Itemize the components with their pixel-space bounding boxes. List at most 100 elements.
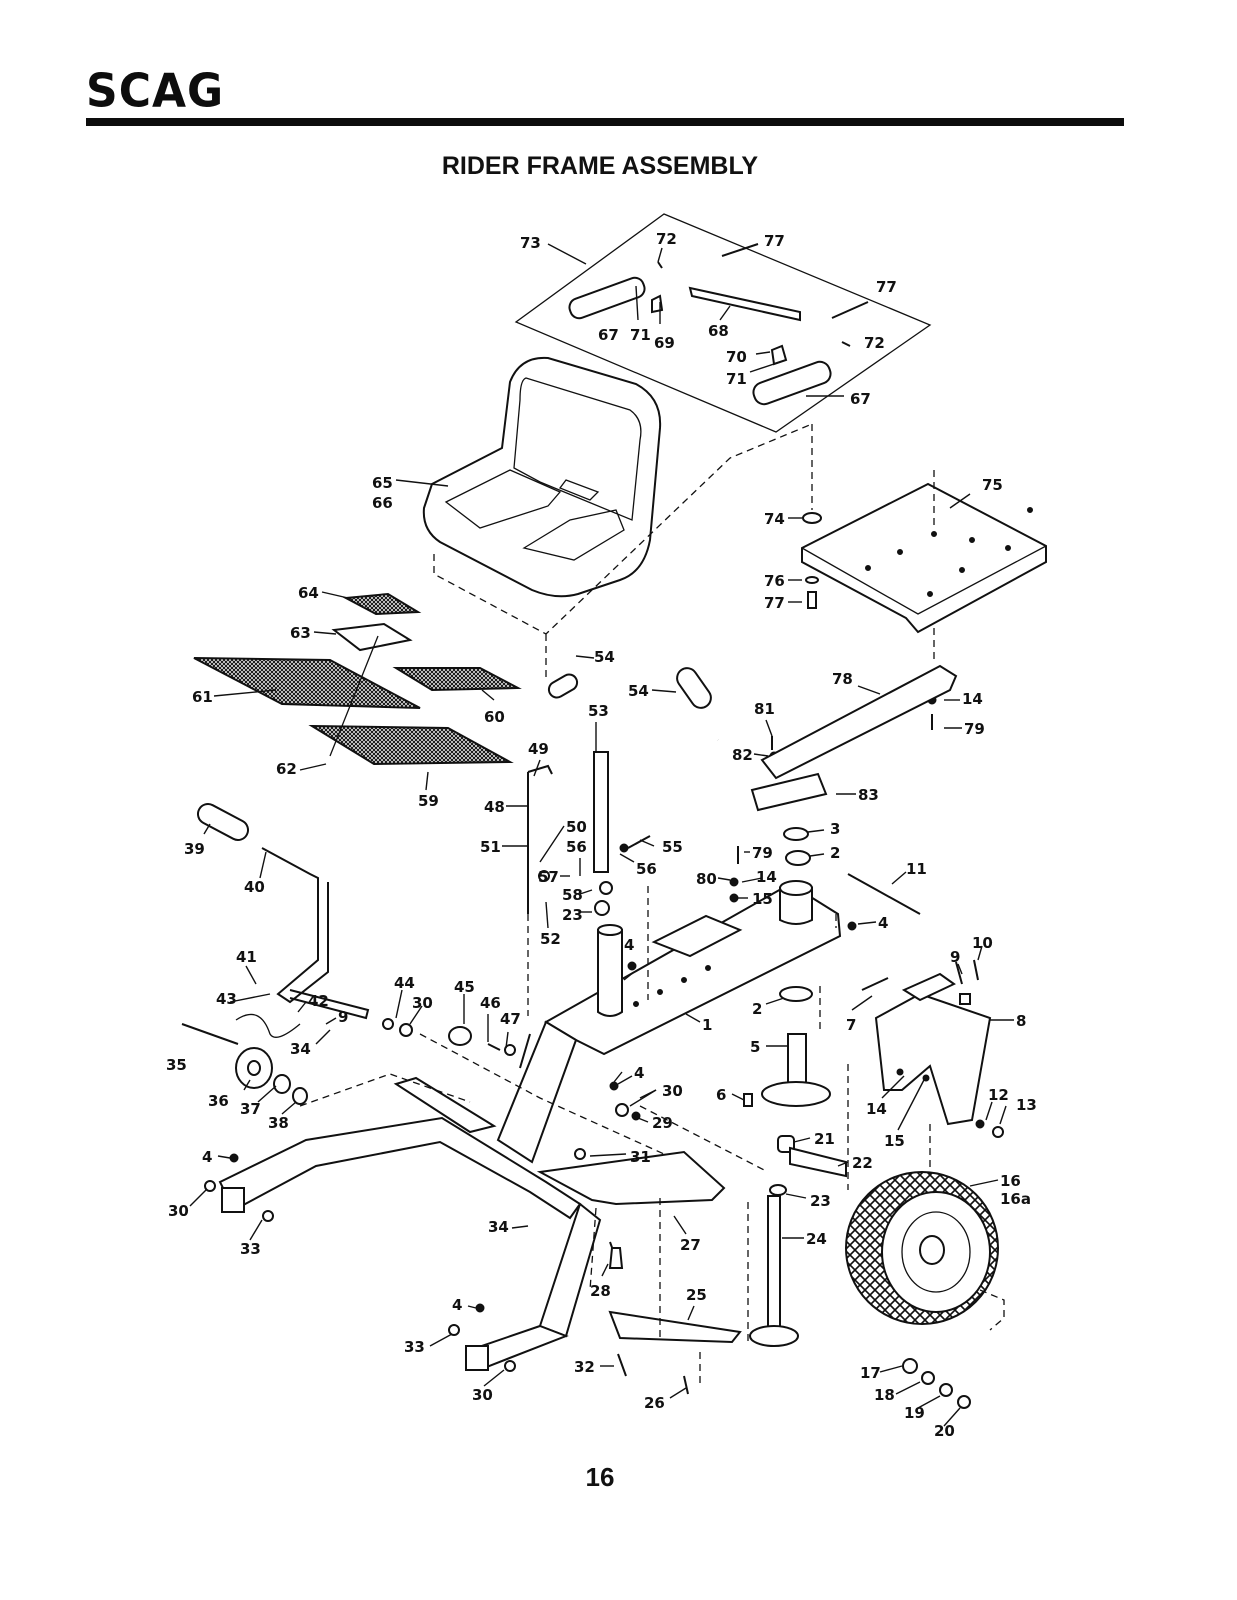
callout-13: 13 [1016, 1096, 1037, 1114]
callout-45: 45 [454, 978, 475, 996]
callout-25: 25 [686, 1286, 707, 1304]
callout-26: 26 [644, 1394, 665, 1412]
callout-77: 77 [764, 232, 785, 250]
callout-81: 81 [754, 700, 775, 718]
callout-36: 36 [208, 1092, 229, 1110]
callout-16: 16 [1000, 1172, 1021, 1190]
callout-30: 30 [472, 1386, 493, 1404]
callout-11: 11 [906, 860, 927, 878]
callout-61: 61 [192, 688, 213, 706]
callout-5: 5 [750, 1038, 760, 1056]
callout-4: 4 [878, 914, 888, 932]
callout-4: 4 [202, 1148, 212, 1166]
callout-23: 23 [810, 1192, 831, 1210]
callout-60: 60 [484, 708, 505, 726]
callout-64: 64 [298, 584, 319, 602]
callout-3: 3 [830, 820, 840, 838]
callout-82: 82 [732, 746, 753, 764]
callout-46: 46 [480, 994, 501, 1012]
callout-28: 28 [590, 1282, 611, 1300]
header-rule [86, 118, 1124, 126]
callout-41: 41 [236, 948, 257, 966]
callout-79: 79 [964, 720, 985, 738]
callout-42: 42 [308, 992, 329, 1010]
callout-75: 75 [982, 476, 1003, 494]
assembly-guide-lines [299, 423, 1005, 1384]
callout-29: 29 [652, 1114, 673, 1132]
callout-40: 40 [244, 878, 265, 896]
callout-71: 71 [630, 326, 651, 344]
control-rod [527, 764, 553, 914]
callout-43: 43 [216, 990, 237, 1008]
callout-80: 80 [696, 870, 717, 888]
steering-handle [530, 667, 725, 873]
callout-69: 69 [654, 334, 675, 352]
callout-54: 54 [594, 648, 615, 666]
callout-58: 58 [562, 886, 583, 904]
callout-78: 78 [832, 670, 853, 688]
callout-51: 51 [480, 838, 501, 856]
callout-39: 39 [184, 840, 205, 858]
callout-2: 2 [830, 844, 840, 862]
callout-72: 72 [864, 334, 885, 352]
callout-74: 74 [764, 510, 785, 528]
part-callouts: 73 72 77 77 67 71 69 68 70 72 71 67 65 6… [166, 230, 1037, 1440]
callout-1: 1 [702, 1016, 712, 1034]
floor-mats [193, 592, 522, 766]
callout-77: 77 [876, 278, 897, 296]
callout-73: 73 [520, 234, 541, 252]
callout-68: 68 [708, 322, 729, 340]
callout-15: 15 [752, 890, 773, 908]
callout-49: 49 [528, 740, 549, 758]
foot-plate [536, 1150, 742, 1344]
callout-52: 52 [540, 930, 561, 948]
seat-plate [801, 482, 1047, 634]
seat [422, 356, 662, 598]
callout-20: 20 [934, 1422, 955, 1440]
page-title: RIDER FRAME ASSEMBLY [441, 152, 759, 180]
callout-38: 38 [268, 1114, 289, 1132]
callout-76: 76 [764, 572, 785, 590]
callout-31: 31 [630, 1148, 651, 1166]
callout-56: 56 [566, 838, 587, 856]
callout-57: 57 [538, 868, 559, 886]
callout-77: 77 [764, 594, 785, 612]
callout-18: 18 [874, 1386, 895, 1404]
callout-62: 62 [276, 760, 297, 778]
callout-54: 54 [628, 682, 649, 700]
callout-33: 33 [240, 1240, 261, 1258]
callout-47: 47 [500, 1010, 521, 1028]
callout-30: 30 [168, 1202, 189, 1220]
callout-27: 27 [680, 1236, 701, 1254]
callout-8: 8 [1016, 1012, 1026, 1030]
callout-35: 35 [166, 1056, 187, 1074]
callout-56: 56 [636, 860, 657, 878]
callout-9: 9 [950, 948, 960, 966]
callout-19: 19 [904, 1404, 925, 1422]
caster-fork [874, 972, 992, 1126]
page-number: 16 [585, 1462, 615, 1492]
callout-71: 71 [726, 370, 747, 388]
callout-23: 23 [562, 906, 583, 924]
callout-14: 14 [866, 1100, 887, 1118]
callout-14: 14 [962, 690, 983, 708]
callout-72: 72 [656, 230, 677, 248]
callout-17: 17 [860, 1364, 881, 1382]
callout-65: 65 [372, 474, 393, 492]
callout-10: 10 [972, 934, 993, 952]
callout-33: 33 [404, 1338, 425, 1356]
callout-15: 15 [884, 1132, 905, 1150]
pulley-assembly [181, 1023, 308, 1105]
callout-67: 67 [850, 390, 871, 408]
callout-66: 66 [372, 494, 393, 512]
callout-12: 12 [988, 1086, 1009, 1104]
callout-32: 32 [574, 1358, 595, 1376]
callout-55: 55 [662, 838, 683, 856]
callout-37: 37 [240, 1100, 261, 1118]
callout-44: 44 [394, 974, 415, 992]
callout-22: 22 [852, 1154, 873, 1172]
callout-2: 2 [752, 1000, 762, 1018]
callout-4: 4 [624, 936, 634, 954]
main-frame [496, 880, 842, 1164]
